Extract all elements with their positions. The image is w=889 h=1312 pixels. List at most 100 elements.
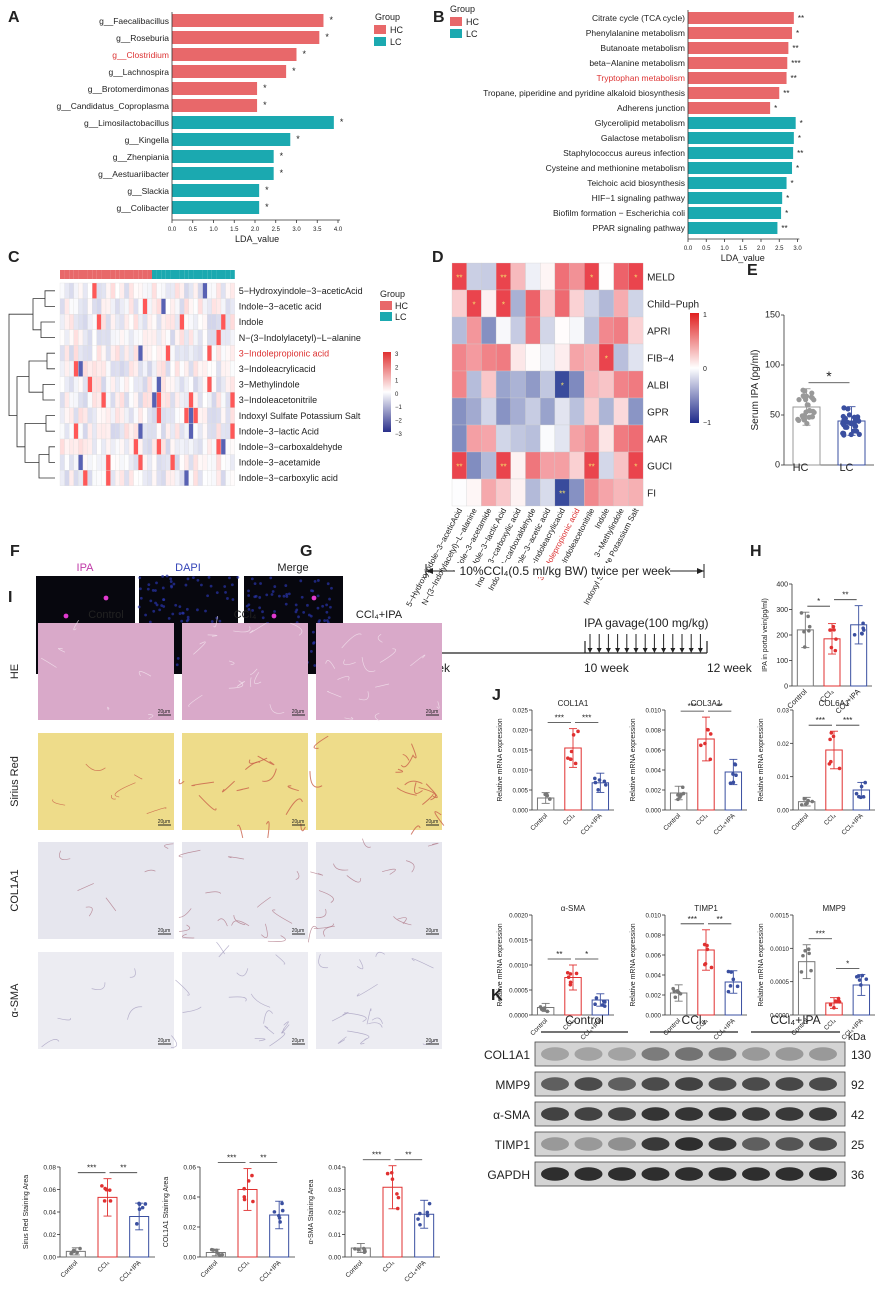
heatmap-cell bbox=[64, 282, 70, 299]
y-axis-label: Relative mRNA expression bbox=[497, 718, 504, 801]
data-point bbox=[390, 1177, 395, 1181]
heatmap-cell bbox=[147, 298, 153, 315]
correlation-row-label: AAR bbox=[647, 435, 668, 446]
heatmap-cell bbox=[174, 407, 180, 424]
data-point bbox=[571, 733, 576, 737]
data-point bbox=[353, 1247, 357, 1251]
heatmap-cell bbox=[161, 345, 166, 362]
tissue-texture bbox=[216, 941, 225, 955]
heatmap-cell bbox=[184, 298, 189, 315]
group-annotation-cell bbox=[138, 270, 143, 279]
tissue-texture bbox=[257, 755, 275, 766]
dapi-nucleus bbox=[329, 605, 332, 609]
data-point bbox=[726, 989, 731, 994]
heatmap-cell bbox=[147, 345, 153, 362]
heatmap-cell bbox=[170, 360, 176, 377]
protein-band bbox=[608, 1167, 636, 1181]
heatmap-cell bbox=[151, 298, 157, 315]
y-tick-label: 0.00 bbox=[777, 808, 790, 815]
dapi-nucleus bbox=[325, 610, 329, 614]
tissue-texture bbox=[290, 622, 303, 636]
lda-bar bbox=[172, 150, 274, 163]
panel-letter-a: A bbox=[8, 9, 20, 26]
dapi-nucleus bbox=[316, 594, 320, 598]
data-point bbox=[856, 431, 862, 437]
data-point bbox=[828, 628, 832, 632]
heatmap-cell bbox=[156, 407, 162, 424]
heatmap-cell bbox=[216, 438, 222, 455]
correlation-cell bbox=[598, 424, 614, 453]
heatmap-cell bbox=[138, 282, 143, 299]
correlation-cell bbox=[525, 424, 541, 453]
dapi-nucleus bbox=[176, 657, 180, 660]
dapi-nucleus bbox=[323, 619, 327, 622]
correlation-cell bbox=[613, 397, 629, 426]
protein-band bbox=[541, 1047, 569, 1061]
heatmap-cell bbox=[161, 314, 166, 330]
lda-bar bbox=[172, 167, 274, 180]
correlation-cell bbox=[628, 424, 644, 453]
heatmap-row-label: Indole−3−acetic acid bbox=[239, 302, 322, 312]
correlation-cell bbox=[510, 370, 526, 399]
correlation-cell bbox=[451, 370, 467, 399]
dapi-nucleus bbox=[313, 664, 317, 667]
heatmap-cell bbox=[101, 423, 107, 440]
dapi-nucleus bbox=[327, 616, 331, 620]
data-point bbox=[735, 984, 740, 989]
correlation-cell bbox=[598, 289, 614, 318]
x-tick-label: CCl₄+IPA bbox=[713, 812, 738, 837]
y-tick-label: 0.0005 bbox=[770, 979, 789, 986]
data-point bbox=[728, 781, 733, 785]
heatmap-cell bbox=[78, 438, 84, 455]
heatmap-cell bbox=[202, 454, 208, 471]
heatmap-cell bbox=[220, 407, 226, 424]
heatmap-cell bbox=[207, 438, 212, 455]
heatmap-cell bbox=[82, 282, 88, 299]
significance-mark: *** bbox=[555, 714, 564, 723]
significance-mark: * bbox=[800, 119, 803, 128]
correlation-cell bbox=[584, 370, 600, 399]
data-point bbox=[280, 1208, 285, 1213]
chart-title: MMP9 bbox=[822, 904, 846, 913]
data-point bbox=[396, 1195, 401, 1200]
dapi-nucleus bbox=[310, 589, 313, 593]
heatmap-cell bbox=[110, 407, 116, 424]
tissue-texture bbox=[404, 780, 423, 786]
tissue-texture bbox=[254, 672, 262, 685]
heatmap-cell bbox=[211, 376, 217, 393]
colorbar-tick-label: −1 bbox=[703, 420, 711, 427]
tissue-texture bbox=[57, 1017, 71, 1021]
heatmap-cell bbox=[161, 407, 166, 424]
heatmap-cell bbox=[64, 423, 70, 440]
group-annotation-cell bbox=[175, 270, 180, 279]
heatmap-cell bbox=[138, 407, 143, 424]
heatmap-cell bbox=[225, 314, 231, 330]
heatmap-cell bbox=[216, 298, 222, 315]
heatmap-cell bbox=[64, 454, 70, 471]
protein-band bbox=[708, 1077, 737, 1091]
correlation-cell bbox=[495, 343, 511, 372]
scale-bar-label: 20μm bbox=[158, 819, 171, 825]
heatmap-cell bbox=[69, 392, 74, 408]
heatmap-cell bbox=[73, 376, 79, 393]
significance-mark: * bbox=[502, 301, 505, 310]
tissue-texture bbox=[275, 954, 286, 965]
tissue-texture bbox=[134, 774, 143, 780]
heatmap-cell bbox=[174, 470, 180, 486]
heatmap-cell bbox=[202, 345, 208, 362]
scale-bar-label: 20μm bbox=[292, 1038, 305, 1044]
heatmap-cell bbox=[197, 376, 203, 393]
data-point bbox=[850, 428, 857, 434]
heatmap-cell bbox=[197, 407, 203, 424]
correlation-row-label: GUCI bbox=[647, 462, 672, 473]
correlation-cell bbox=[495, 397, 511, 426]
x-tick-label: 1.0 bbox=[209, 227, 218, 233]
heatmap-cell bbox=[220, 314, 226, 330]
heatmap-cell bbox=[73, 470, 79, 486]
correlation-cell bbox=[525, 316, 541, 345]
heatmap-cell bbox=[87, 345, 93, 362]
heatmap-cell bbox=[128, 392, 134, 408]
data-point bbox=[566, 975, 571, 980]
correlation-cell bbox=[569, 397, 585, 426]
